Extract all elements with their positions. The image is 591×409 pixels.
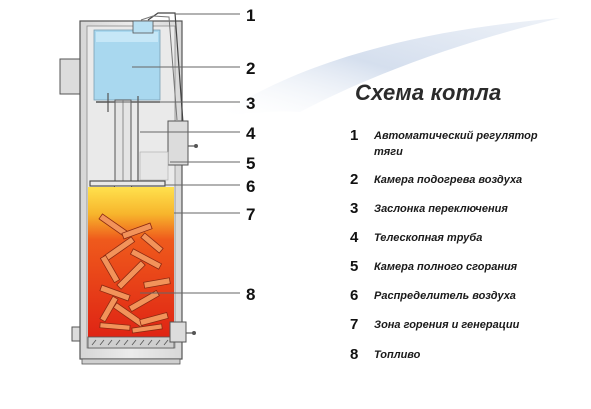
legend-label: Камера полного сгорания	[374, 261, 518, 273]
callout-6: 6	[246, 177, 256, 196]
legend-label: Автоматический регулятор тяги	[374, 130, 538, 158]
callout-2: 2	[246, 59, 256, 78]
bottom-right-door	[169, 321, 187, 343]
legend-label: Зона горения и генерации	[374, 319, 520, 331]
top-flue	[132, 20, 154, 34]
legend-label: Распределитель воздуха	[374, 290, 516, 302]
callout-4: 4	[246, 124, 256, 143]
legend-number: 7	[350, 316, 359, 333]
legend-label: Камера подогрева воздуха	[374, 174, 523, 186]
combustion-chamber	[139, 151, 169, 181]
background-swoosh	[215, 18, 560, 118]
callout-8: 8	[246, 285, 256, 304]
legend-number: 2	[350, 171, 359, 188]
legend-number: 5	[350, 258, 359, 275]
leader-lines	[110, 13, 240, 294]
legend-number: 4	[350, 229, 359, 246]
legend-number: 1	[350, 127, 359, 144]
legend-number: 8	[350, 346, 359, 363]
legend-number: 3	[350, 200, 359, 217]
callout-3: 3	[246, 94, 256, 113]
callout-1: 1	[246, 6, 256, 25]
legend-label: Заслонка переключения	[374, 203, 508, 215]
callout-5: 5	[246, 154, 256, 173]
ash-pan	[87, 336, 175, 349]
callout-7: 7	[246, 205, 256, 224]
air-distributor	[89, 180, 166, 187]
boiler-base	[81, 358, 181, 365]
legend-label: Телескопная труба	[374, 232, 483, 244]
legend-number: 6	[350, 287, 359, 304]
legend-label: Топливо	[374, 349, 421, 361]
side-inlet	[59, 58, 81, 95]
regulator-box	[167, 120, 189, 166]
fuel-logs	[98, 213, 171, 334]
diagram-title: Схема котла	[355, 80, 502, 105]
